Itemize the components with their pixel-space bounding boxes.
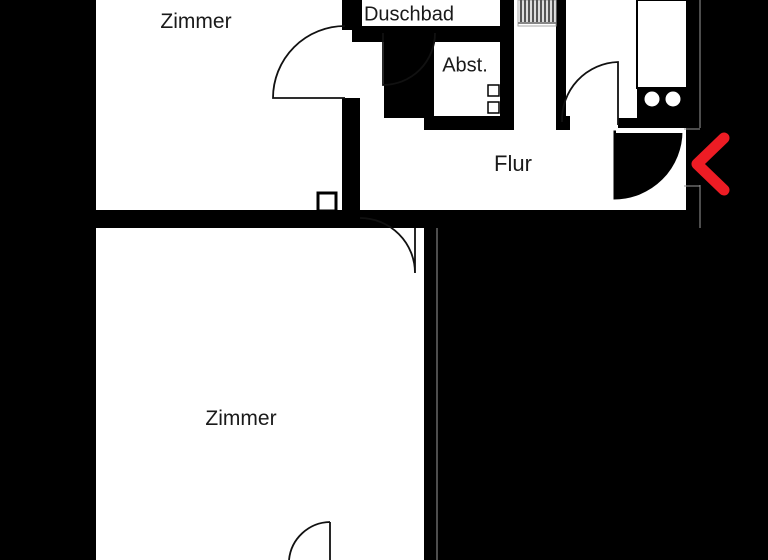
wall-zimmer-top-right-b (342, 98, 360, 228)
wall-duschbad-bottom-left (352, 26, 384, 42)
door-swing-duschbad (382, 32, 436, 86)
door-swing-zimmer-bottom (359, 217, 416, 274)
room-label-zimmer-top: Zimmer (160, 10, 232, 33)
wall-corridor-stem-left (500, 0, 514, 118)
wall-outer-left (72, 0, 96, 560)
room-fill-duschbad (352, 0, 512, 26)
stove-hob-symbol (644, 91, 681, 107)
kitchen-counter (636, 0, 688, 89)
room-label-duschbad: Duschbad (363, 3, 455, 26)
dimension-lines (436, 0, 701, 560)
wall-abst-left (424, 42, 434, 116)
wall-kitchen-right (688, 0, 702, 130)
red-chevron-left-marker[interactable] (691, 132, 730, 196)
wall-pillar-square (316, 191, 338, 213)
wall-outer-left-shadow (0, 0, 72, 560)
wall-niche-lower (487, 101, 500, 114)
room-label-abstellraum: Abst. (442, 54, 488, 77)
door-swing-zimmer-top (272, 25, 346, 99)
wall-duschbad-bottom-right (434, 26, 512, 42)
wall-duschbad-left (352, 0, 362, 26)
door-swing-bottom (288, 521, 331, 560)
entrance-threshold (616, 128, 684, 133)
wall-kitchen-counter-base (637, 88, 688, 128)
room-label-zimmer-bottom: Zimmer (205, 407, 277, 430)
door-swings (272, 25, 619, 560)
room-fill-kitchen-walkway (564, 36, 638, 126)
fixtures (316, 0, 688, 213)
wall-flur-bottom (96, 210, 686, 228)
door-swing-entrance (613, 128, 684, 200)
wall-niche-upper (487, 84, 500, 97)
wall-flur-top-mid (556, 116, 570, 130)
wall-corridor-stem-right (556, 0, 566, 118)
wall-kitchen-sill (618, 118, 640, 130)
room-fill-zimmer-top (96, 0, 342, 210)
walls (0, 0, 702, 560)
room-interiors (96, 0, 688, 560)
room-label-flur: Flur (494, 151, 532, 176)
radiator-symbol (517, 0, 557, 27)
wall-flur-top-left (424, 116, 514, 130)
door-swing-kitchen (561, 61, 619, 125)
room-fill-zimmer-bottom (96, 228, 424, 560)
wall-lower-vertical (424, 228, 448, 560)
